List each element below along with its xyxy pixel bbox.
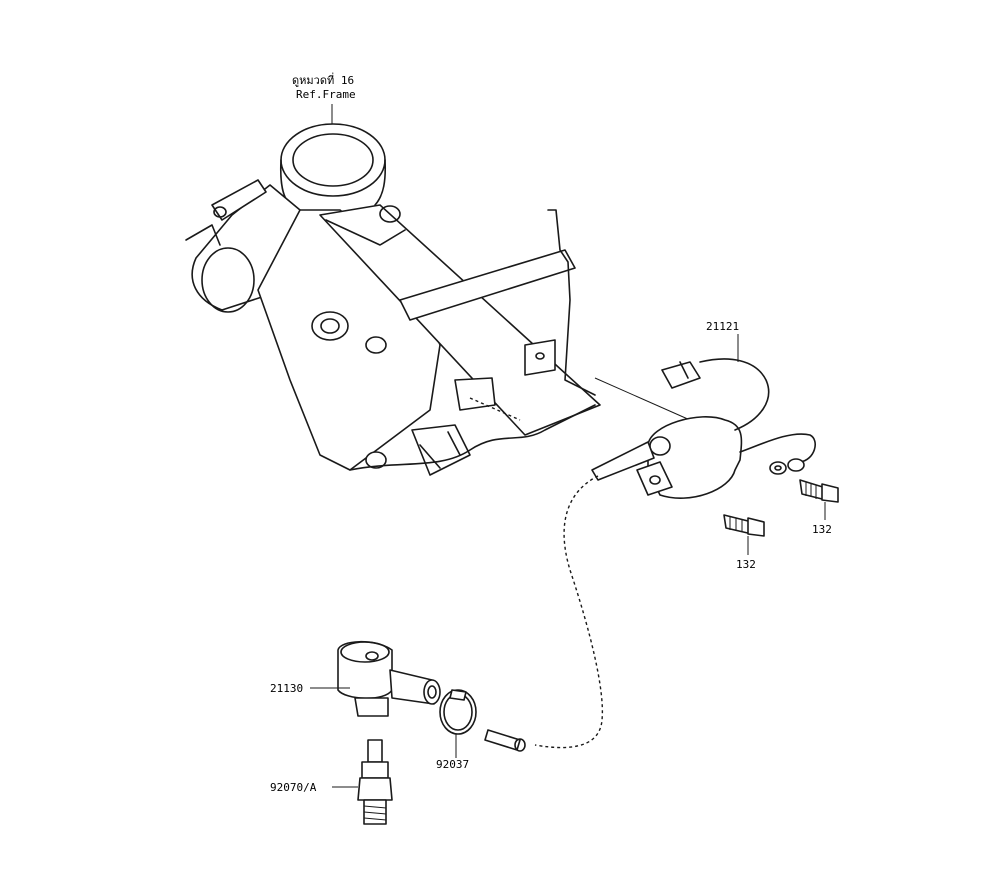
part-label-ignition-coil: 21121 [706, 320, 740, 333]
part-label-bolt-right: 132 [812, 523, 832, 536]
part-label-clip: 92037 [436, 758, 470, 771]
part-label-plug-cap: 21130 [270, 682, 304, 695]
ref-frame-note-line2: Ref.Frame [296, 88, 356, 101]
bolt-right [799, 479, 839, 520]
part-label-spark-plug: 92070/A [270, 781, 317, 794]
part-label-bolt-left: 132 [736, 558, 756, 571]
hose-clip [439, 689, 477, 758]
frame-assembly [185, 123, 691, 476]
bolt-left [723, 514, 765, 555]
spark-plug [332, 739, 393, 825]
ignition-coil [591, 358, 816, 499]
spark-plug-cap [310, 640, 441, 717]
ref-frame-note-line1: ดูหมวดที่ 16 [292, 74, 355, 87]
high-tension-lead [534, 475, 604, 749]
